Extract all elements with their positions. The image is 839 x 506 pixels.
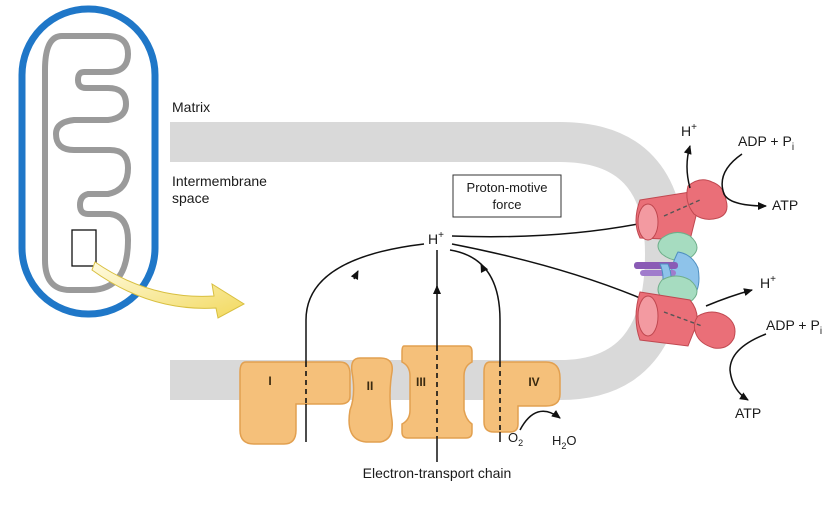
intermembrane-label-line1: Intermembrane (172, 173, 267, 189)
h-plus-exit-arrow-top (683, 145, 692, 189)
complex-iii-label: III (416, 375, 426, 389)
complex-iv: IV (483, 361, 561, 433)
zoom-arrow (91, 261, 245, 319)
proton-pump-arrows (305, 243, 501, 462)
atp-synthase-bottom (635, 275, 736, 349)
o2-to-h2o-arrow (519, 410, 561, 431)
h2o-label: H2O (552, 433, 577, 451)
adp-to-atp-arrow-bottom (729, 333, 767, 401)
mitochondrion-outer-membrane (18, 5, 159, 318)
complex-ii-label: II (367, 379, 374, 393)
pmf-label-line2: force (493, 197, 522, 212)
atp-top-label: ATP (772, 197, 798, 213)
etc-label: Electron-transport chain (363, 465, 512, 481)
adp-pi-top-label: ADP + Pi (738, 133, 794, 153)
h-plus-center-label: H+ (428, 230, 444, 247)
o2-label: O2 (508, 430, 523, 448)
intermembrane-label-line2: space (172, 190, 210, 206)
complex-ii: II (348, 357, 393, 443)
complex-i-label: I (268, 374, 271, 388)
proton-path-dashes (305, 346, 501, 438)
atp-synthase-top (635, 179, 728, 261)
h-plus-top-label: H+ (681, 122, 697, 139)
h-plus-exit-arrow-bottom (705, 288, 753, 307)
complex-iv-label: IV (528, 375, 539, 389)
adp-pi-bottom-label: ADP + Pi (766, 317, 822, 337)
mitochondrion-inner-membrane (42, 33, 132, 293)
proton-flow-lines (451, 221, 649, 299)
atp-bottom-label: ATP (735, 405, 761, 421)
zoom-box (71, 229, 97, 267)
matrix-label: Matrix (172, 99, 210, 115)
mitochondrion-overview (18, 5, 245, 319)
proton-motive-force-box: Proton-motive force (452, 174, 562, 218)
complex-i: I (239, 361, 351, 445)
adp-to-atp-arrow-top (721, 153, 767, 210)
pmf-label-line1: Proton-motive (467, 180, 548, 195)
h-plus-mid-label: H+ (760, 274, 776, 291)
